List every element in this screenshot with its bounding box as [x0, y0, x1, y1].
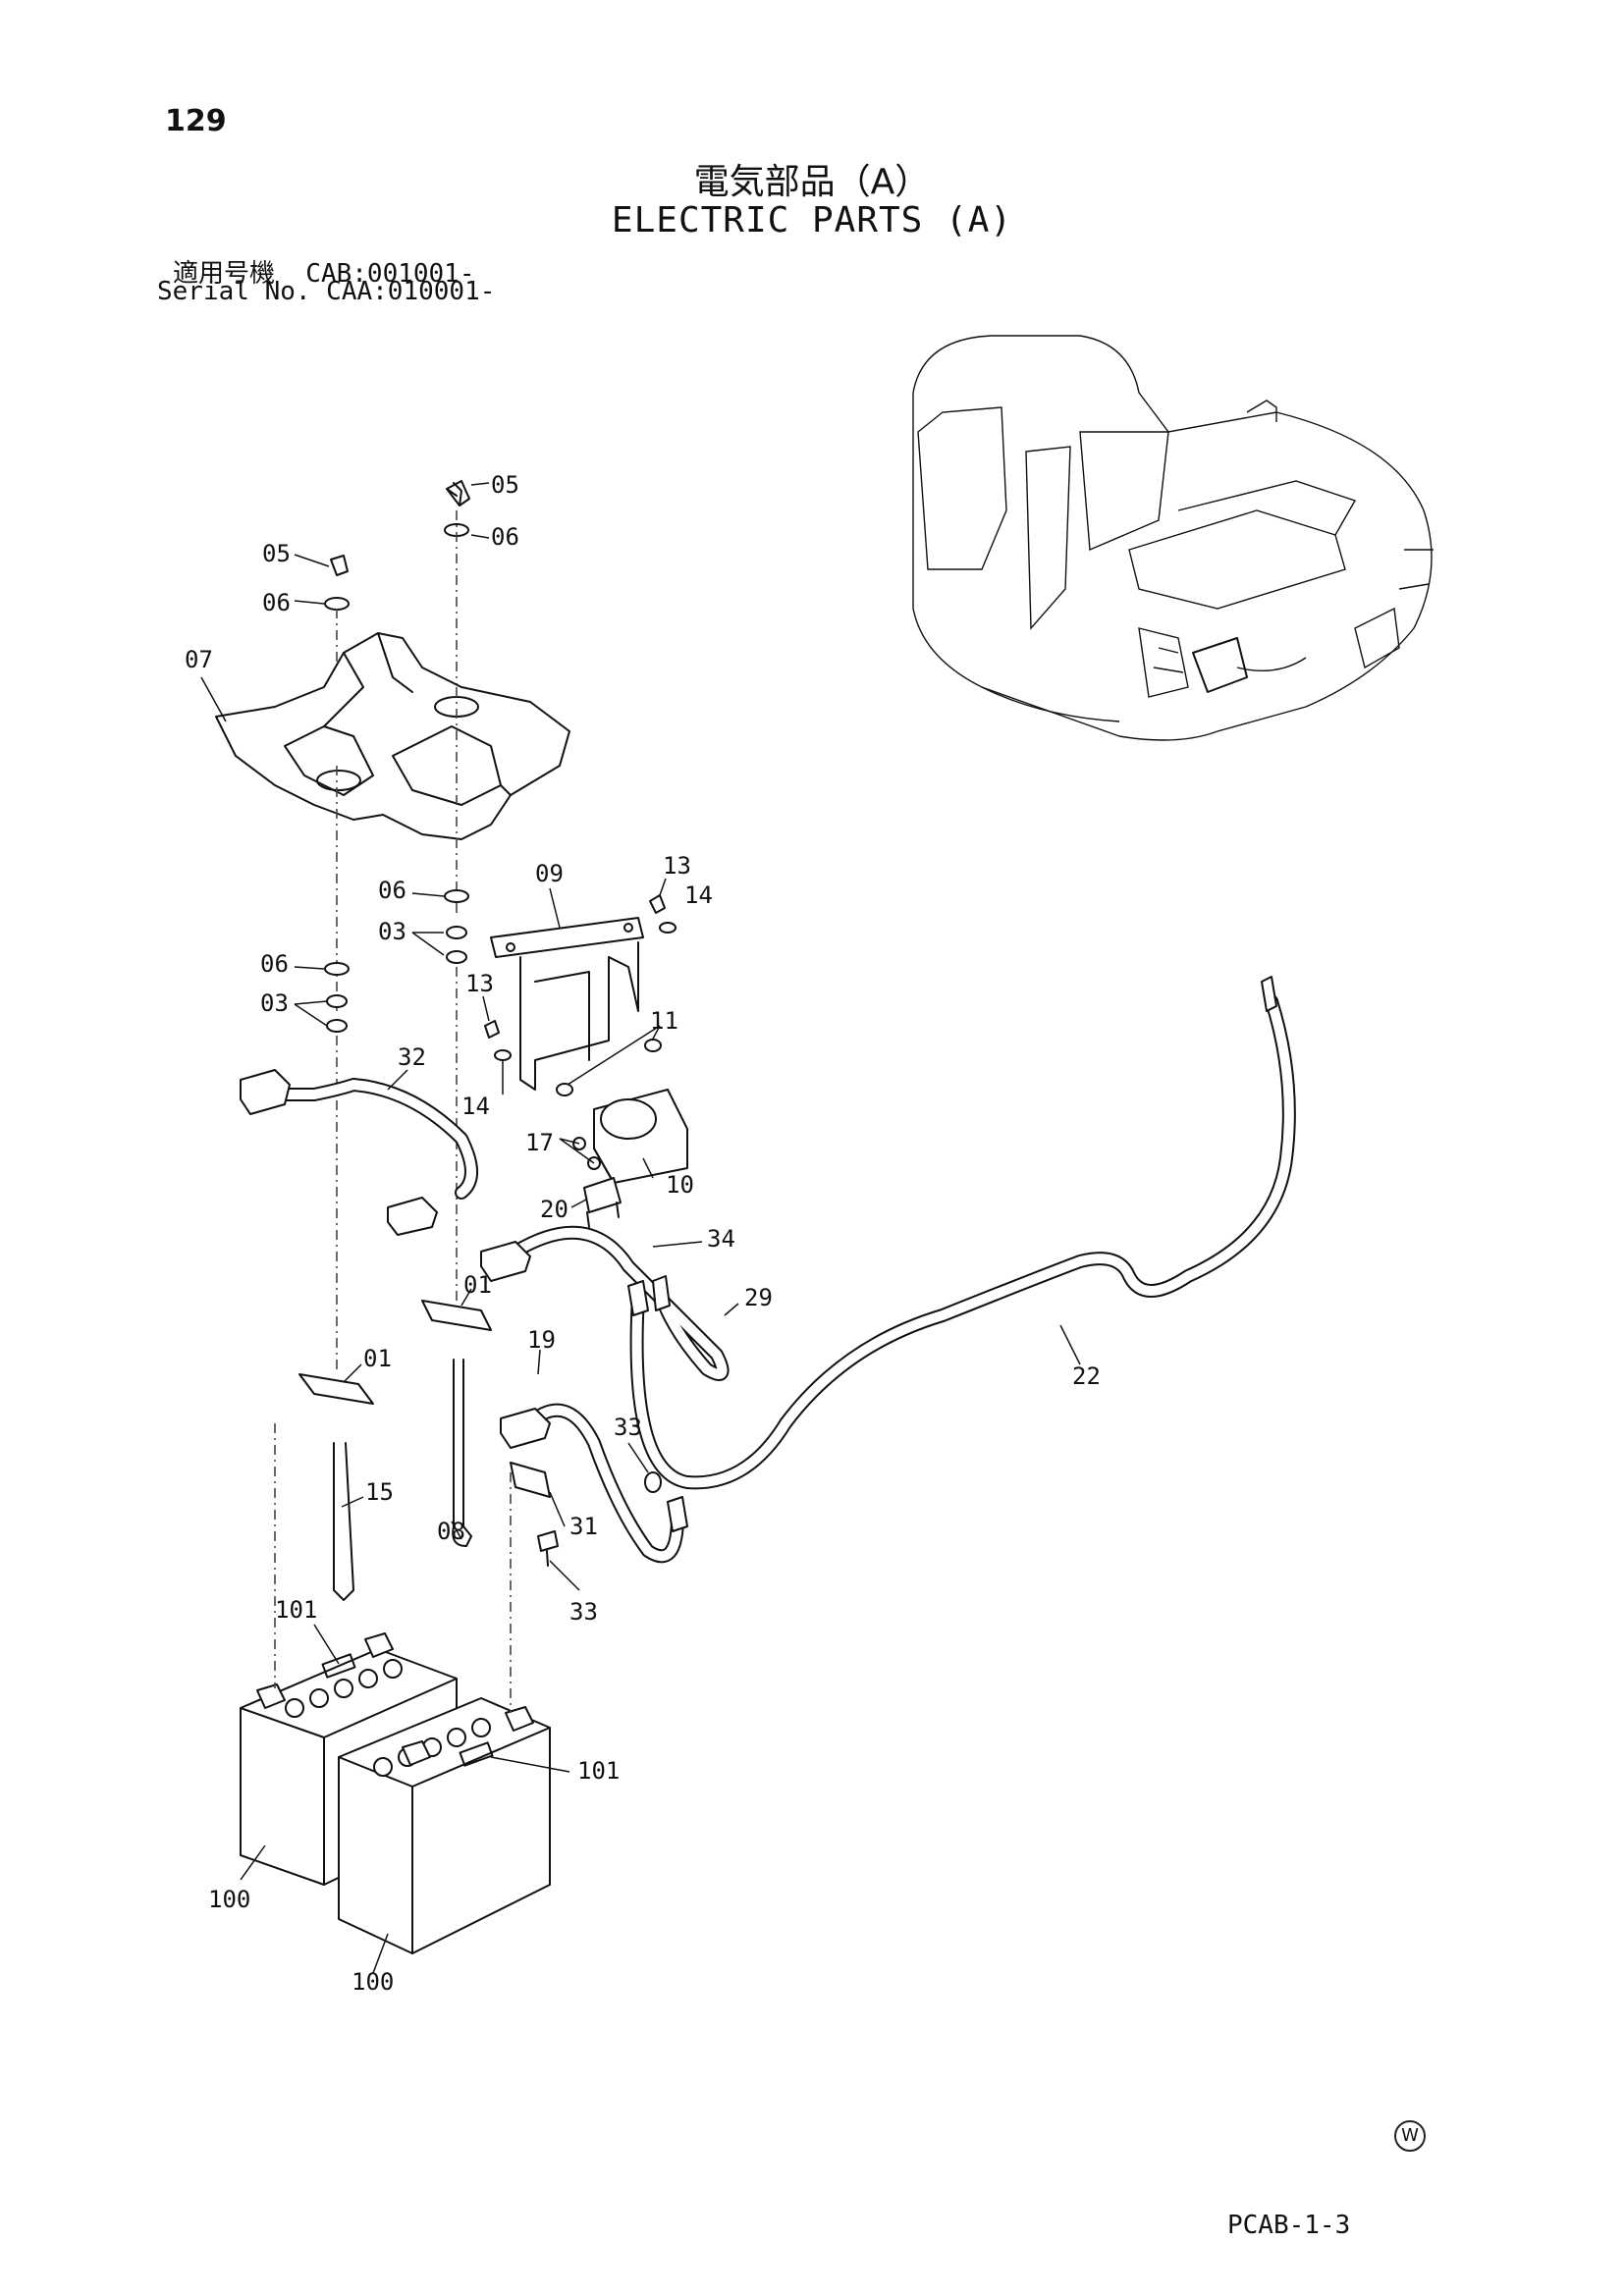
callout-15: 15	[365, 1478, 394, 1506]
callout-08: 08	[437, 1518, 465, 1545]
callout-10: 10	[666, 1171, 694, 1199]
callout-29: 29	[744, 1284, 773, 1311]
callout-34: 34	[707, 1225, 735, 1253]
callout-13: 13	[465, 970, 494, 997]
callout-06: 06	[378, 877, 406, 904]
callout-01: 01	[463, 1271, 492, 1299]
callout-11: 11	[650, 1007, 678, 1035]
callout-20: 20	[540, 1196, 568, 1223]
bracket-part-09	[484, 894, 677, 1096]
callout-17: 17	[525, 1129, 554, 1156]
callout-06: 06	[260, 950, 289, 978]
callout-13: 13	[663, 852, 691, 880]
watermark-symbol: W	[1394, 2120, 1426, 2152]
callout-32: 32	[398, 1043, 426, 1071]
serial-number-line: Serial No. CAA:010001-	[157, 277, 496, 306]
applicable-model-line: 適用号機 CAB:001001-	[173, 259, 475, 289]
callout-14: 14	[684, 881, 713, 909]
callout-01: 01	[363, 1345, 392, 1372]
callout-06: 06	[262, 589, 291, 616]
callout-22: 22	[1072, 1362, 1101, 1390]
page-title-japanese: 電気部品（A）	[693, 162, 931, 202]
hardware-washers-nuts	[324, 889, 469, 1374]
callout-05: 05	[262, 540, 291, 567]
batteries-part-100	[240, 1423, 551, 1954]
battery-relay-part-10	[572, 1089, 688, 1228]
callout-31: 31	[569, 1513, 598, 1540]
callout-14: 14	[461, 1093, 490, 1120]
callout-101: 101	[275, 1596, 317, 1624]
callout-100: 100	[208, 1886, 250, 1913]
callout-33: 33	[569, 1598, 598, 1626]
page-number: 129	[165, 104, 227, 138]
callout-33: 33	[614, 1414, 642, 1441]
page-title-english: ELECTRIC PARTS (A)	[611, 200, 1013, 240]
excavator-overview-illustration	[912, 335, 1434, 741]
callout-03: 03	[260, 989, 289, 1017]
callout-03: 03	[378, 918, 406, 945]
page-code: PCAB-1-3	[1227, 2211, 1351, 2240]
callout-leader-lines	[200, 482, 1081, 1974]
callout-06: 06	[491, 523, 519, 551]
hose-and-bracket-parts	[298, 1300, 559, 1601]
callout-09: 09	[535, 860, 564, 887]
callout-05: 05	[491, 471, 519, 499]
callout-100: 100	[352, 1968, 394, 1996]
callout-101: 101	[577, 1757, 620, 1785]
cables	[240, 976, 1296, 1564]
callout-07: 07	[185, 646, 213, 673]
callout-labels: 05 06 05 06 07 06 03 06 03 09 13 14 13 1…	[185, 471, 1101, 1996]
callout-19: 19	[527, 1326, 556, 1354]
battery-cover-part-07	[215, 632, 570, 1011]
